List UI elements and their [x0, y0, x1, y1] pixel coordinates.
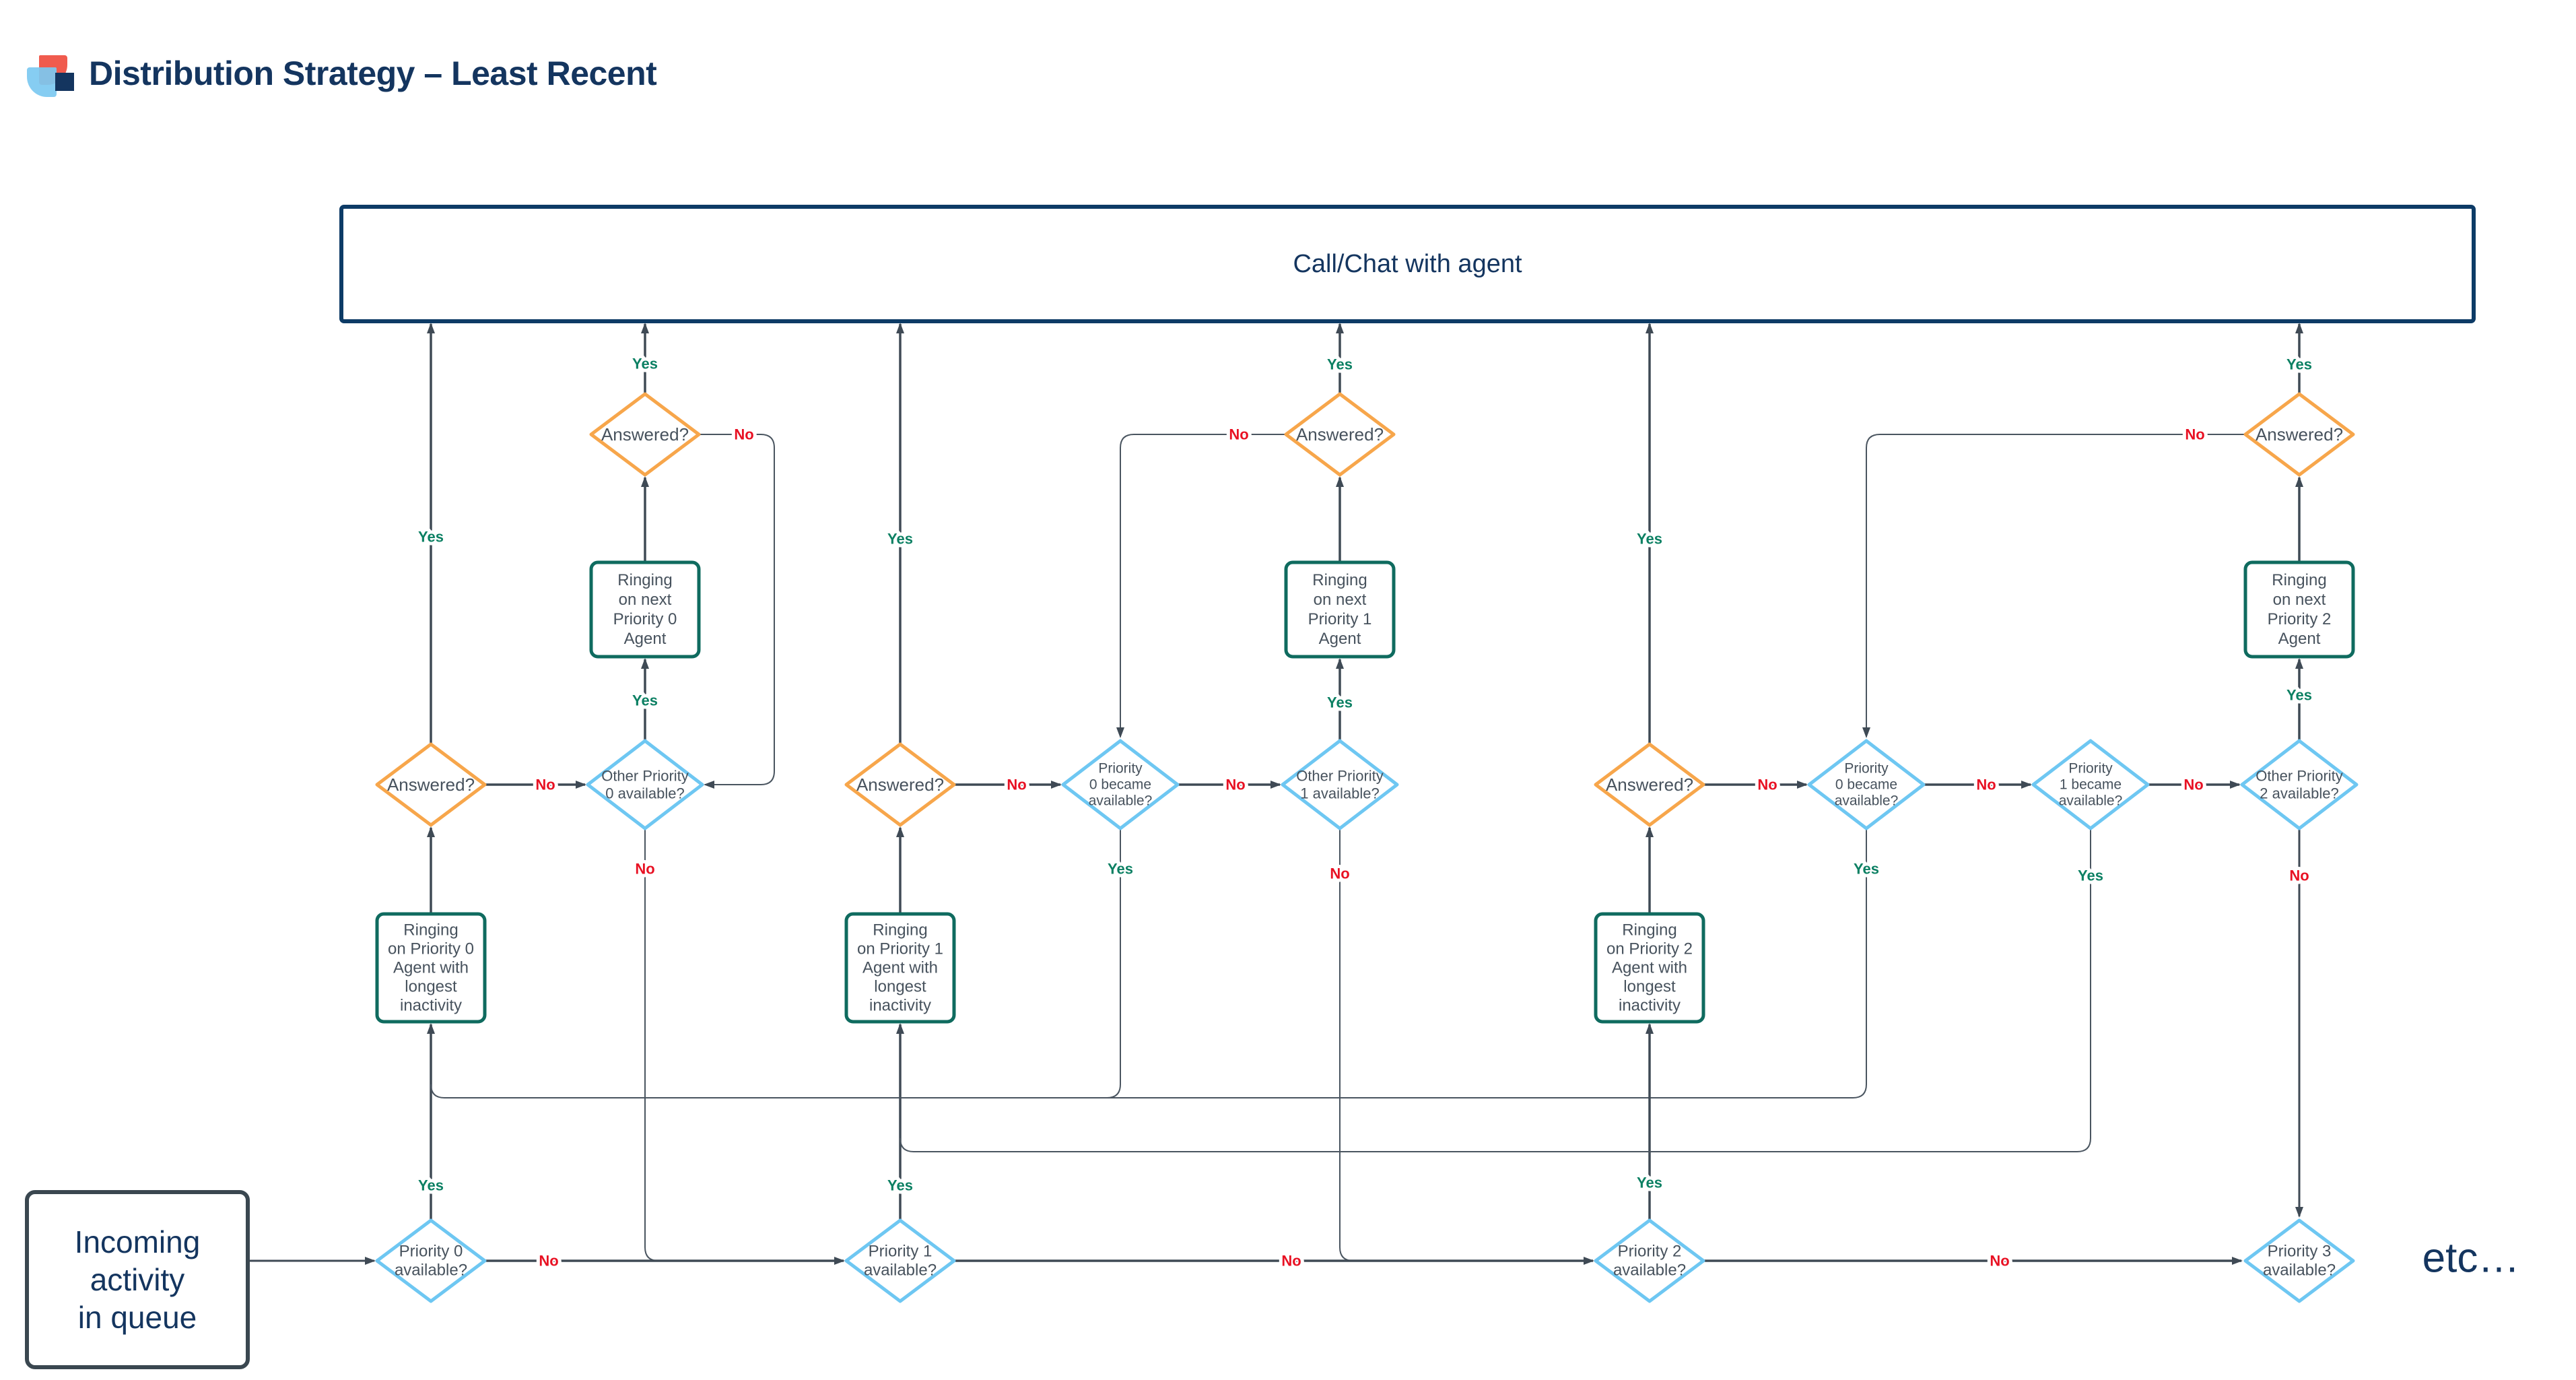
- edge-other-p1-no-down: [1339, 828, 1354, 1261]
- node-priority-3-available: [2243, 1218, 2355, 1303]
- app-logo-icon: [26, 53, 82, 109]
- edge-other-p0-no-down: [644, 828, 659, 1261]
- node-ringing-p0-longest: [375, 912, 487, 1024]
- flow-label-yes-p0-to-call: Yes: [418, 529, 444, 546]
- flow-label-etc-note: etc…: [2422, 1235, 2520, 1282]
- flow-label-no-answered-p1: No: [1007, 777, 1026, 793]
- node-ringing-p2-longest: [1594, 912, 1705, 1024]
- node-incoming-activity-in-queue: [25, 1190, 250, 1369]
- node-priority-2-available: [1594, 1218, 1705, 1303]
- node-call-chat-with-agent: [339, 205, 2476, 323]
- flow-label-yes-p1-to-call: Yes: [887, 531, 913, 548]
- edge-feedback-ring-p0-branch: [1106, 828, 1121, 1098]
- node-ringing-next-p2: [2243, 560, 2355, 659]
- node-ringing-next-p0: [589, 560, 701, 659]
- edge-feedback-ring-p0: [430, 828, 1867, 1098]
- flow-label-no-p0-available: No: [539, 1253, 558, 1270]
- flow-label-yes-other-p2: Yes: [2286, 687, 2312, 704]
- flow-label-no-answered-next-p0: No: [734, 426, 753, 443]
- node-answered-next-p0: [589, 392, 701, 477]
- edge-answered-next-p0-no-loop: [699, 434, 775, 789]
- logo-blue-shape: [27, 67, 57, 97]
- node-ringing-next-p1: [1284, 560, 1396, 659]
- node-other-priority-1-available: [1281, 739, 1399, 830]
- flow-label-no-p0-became-a: No: [1225, 777, 1245, 793]
- flow-label-no-p0-became-b: No: [1976, 777, 1996, 793]
- node-ringing-p1-longest: [844, 912, 956, 1024]
- flow-label-yes-other-p1: Yes: [1327, 694, 1353, 711]
- flow-label-yes-p1-available: Yes: [887, 1177, 913, 1194]
- node-label-answered-p1-longest: Answered?: [856, 775, 944, 795]
- node-answered-p2-longest: [1594, 742, 1705, 827]
- flow-label-no-answered-next-p1: No: [1229, 426, 1248, 443]
- node-label-answered-next-p1: Answered?: [1296, 424, 1384, 445]
- flow-label-no-other-p1: No: [1330, 865, 1349, 882]
- flow-label-no-answered-next-p2: No: [2185, 426, 2204, 443]
- flow-label-yes-next-p2-to-call: Yes: [2286, 356, 2312, 373]
- flow-label-yes-p2-to-call: Yes: [1637, 531, 1662, 548]
- flow-label-yes-p0-became-a: Yes: [1108, 861, 1133, 878]
- page-header: Distribution Strategy – Least Recent: [0, 0, 2576, 121]
- node-priority-1-became-available: [2031, 739, 2150, 830]
- node-answered-p1-longest: [844, 742, 956, 827]
- edge-answered-next-p1-no-loop: [1116, 434, 1286, 738]
- node-label-answered-next-p2: Answered?: [2256, 424, 2343, 445]
- node-label-answered-p0-longest: Answered?: [387, 775, 475, 795]
- edge-feedback-ring-p1: [900, 828, 2091, 1152]
- node-priority-0-became-available-b: [1807, 739, 1926, 830]
- flow-label-yes-next-p1-to-call: Yes: [1327, 356, 1353, 373]
- node-priority-0-became-available-a: [1061, 739, 1180, 830]
- node-answered-next-p2: [2243, 392, 2355, 477]
- edge-answered-next-p2-no-loop: [1862, 434, 2245, 738]
- flow-label-no-other-p2: No: [2289, 867, 2309, 884]
- node-priority-0-available: [375, 1218, 487, 1303]
- flow-label-yes-p0-became-b: Yes: [1854, 861, 1879, 878]
- flow-label-no-answered-p2: No: [1757, 777, 1777, 793]
- node-priority-1-available: [844, 1218, 956, 1303]
- page-title: Distribution Strategy – Least Recent: [89, 55, 657, 92]
- flow-label-no-other-p0: No: [635, 861, 654, 878]
- node-label-answered-p2-longest: Answered?: [1606, 775, 1693, 795]
- logo-navy-shape: [55, 73, 74, 91]
- flow-label-yes-other-p0: Yes: [632, 692, 658, 709]
- flow-label-no-answered-p0: No: [535, 777, 555, 793]
- flow-label-no-p1-became: No: [2183, 777, 2203, 793]
- flow-label-yes-p0-available: Yes: [418, 1177, 444, 1194]
- flow-label-no-p1-available: No: [1281, 1253, 1301, 1270]
- flow-label-yes-p2-available: Yes: [1637, 1175, 1662, 1191]
- node-other-priority-2-available: [2240, 739, 2359, 830]
- node-label-call-chat-with-agent: Call/Chat with agent: [1293, 250, 1522, 278]
- node-label-answered-next-p0: Answered?: [601, 424, 689, 445]
- flow-label-no-p2-available: No: [1990, 1253, 2009, 1270]
- node-answered-p0-longest: [375, 742, 487, 827]
- node-other-priority-0-available: [586, 739, 704, 830]
- flow-label-yes-p1-became: Yes: [2078, 867, 2103, 884]
- node-answered-next-p1: [1284, 392, 1396, 477]
- flow-label-yes-next-p0-to-call: Yes: [632, 356, 658, 372]
